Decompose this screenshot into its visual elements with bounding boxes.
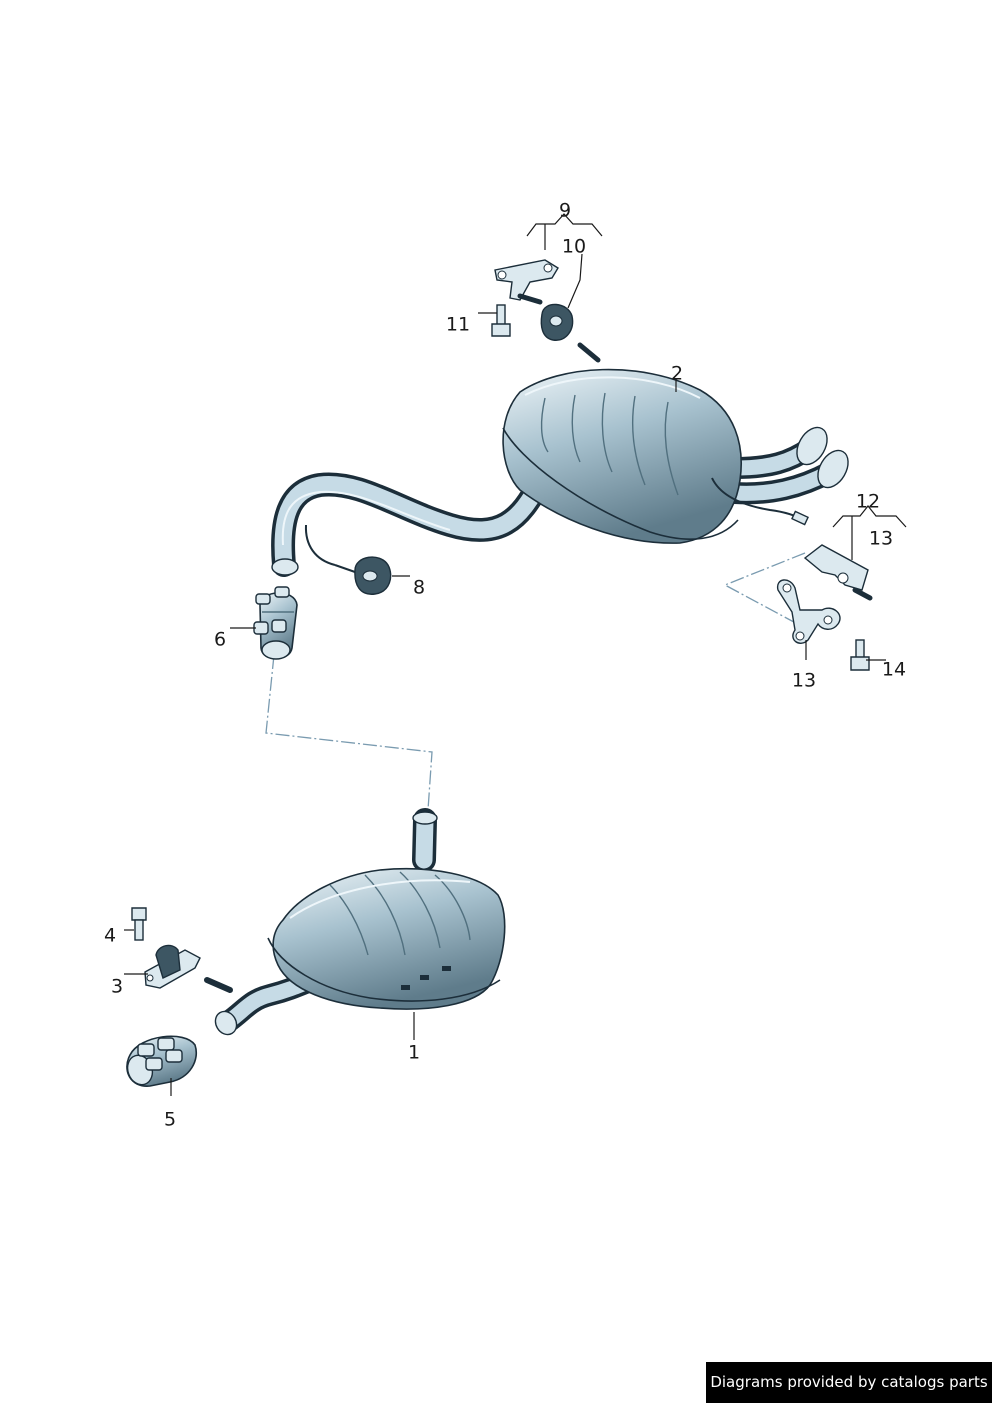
connector-lines xyxy=(265,552,806,811)
rubber-mount-8 xyxy=(334,556,392,595)
footer-credit: Diagrams provided by catalogs parts xyxy=(706,1362,992,1403)
label-part-10: 10 xyxy=(562,236,586,258)
bolt-4 xyxy=(131,907,147,941)
label-part-2: 2 xyxy=(671,363,683,385)
hanger-3 xyxy=(144,944,201,989)
bracket-9 xyxy=(494,259,559,305)
middle-silencer xyxy=(204,808,506,1036)
bracket-13 xyxy=(776,579,841,644)
rear-silencer xyxy=(271,342,849,577)
label-part-13-bottom: 13 xyxy=(792,670,816,692)
bracket-12 xyxy=(803,544,873,601)
label-part-9: 9 xyxy=(559,200,571,222)
pipe-clamp-5 xyxy=(126,1035,197,1087)
label-part-1: 1 xyxy=(408,1042,420,1064)
bolt-14 xyxy=(850,639,870,671)
label-part-12: 12 xyxy=(856,491,880,513)
leader-lines xyxy=(124,213,907,1096)
label-part-8: 8 xyxy=(413,577,425,599)
label-part-6: 6 xyxy=(214,629,226,651)
bolt-11 xyxy=(491,304,511,337)
label-part-14: 14 xyxy=(882,659,906,681)
label-part-5: 5 xyxy=(164,1109,176,1131)
rubber-mount-10 xyxy=(540,303,574,341)
pipe-clamp-6 xyxy=(253,586,298,660)
label-part-3: 3 xyxy=(111,976,123,998)
label-part-4: 4 xyxy=(104,925,116,947)
part-numbers: 1 2 3 4 5 6 8 9 10 11 12 13 13 14 xyxy=(104,200,906,1131)
label-part-11: 11 xyxy=(446,314,470,336)
label-part-13-top: 13 xyxy=(869,528,893,550)
